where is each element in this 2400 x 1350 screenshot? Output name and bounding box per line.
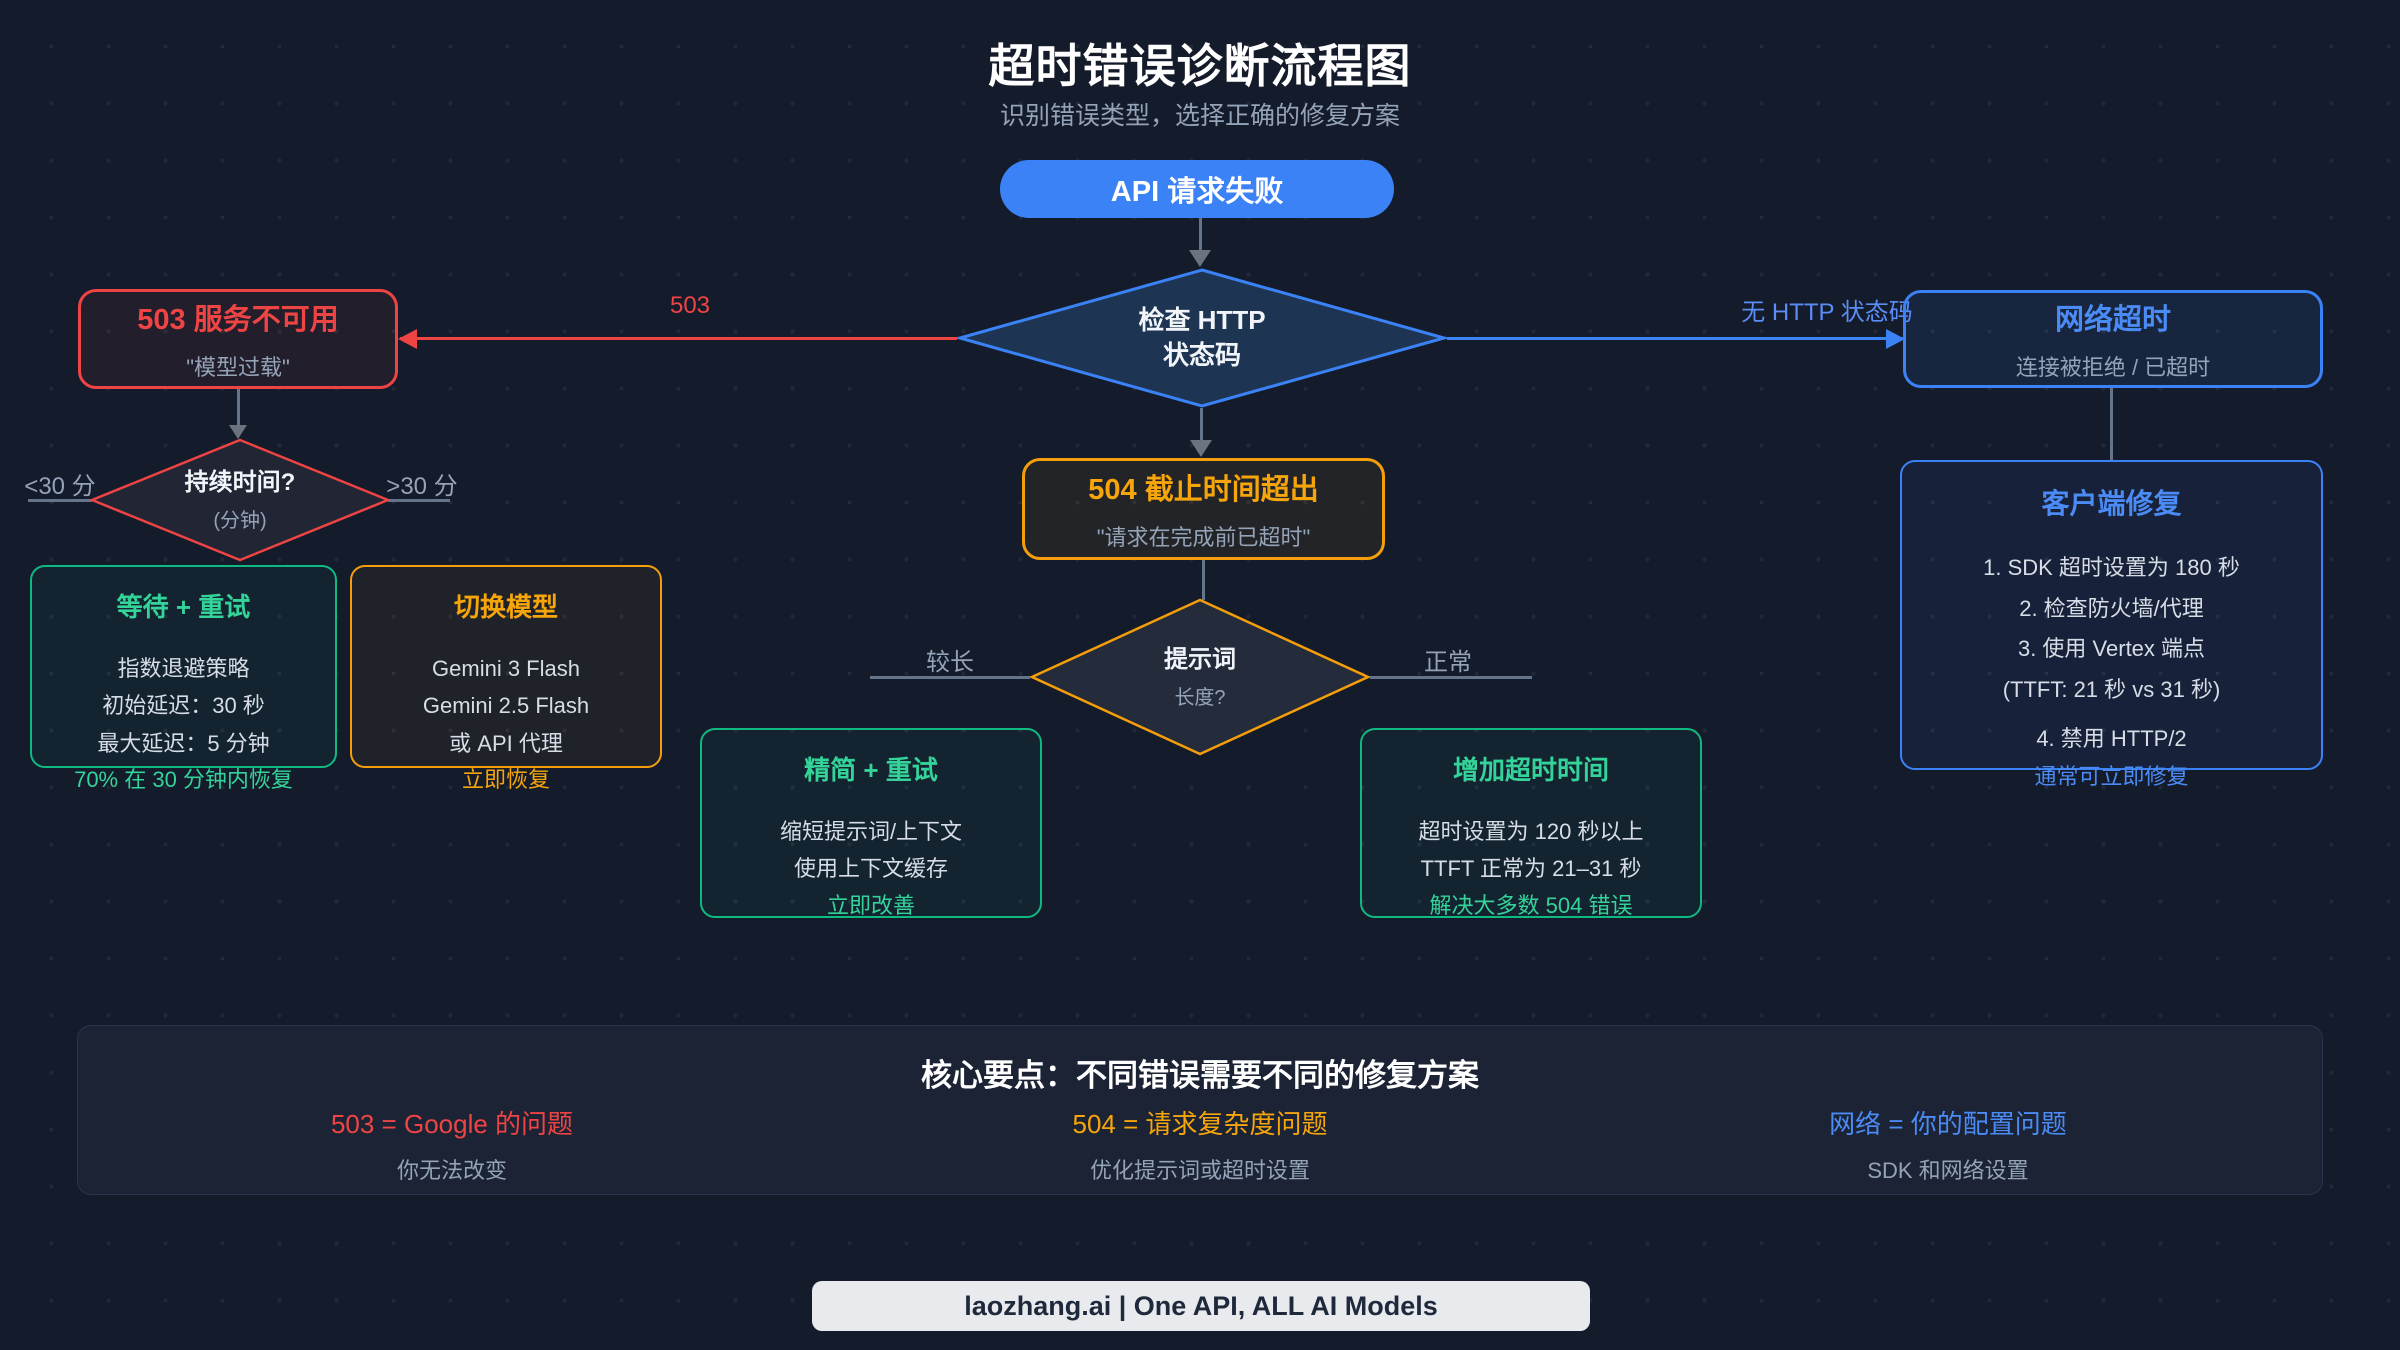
connector-prompt-left: [870, 676, 1030, 679]
edge-label-normal: 正常: [1424, 649, 1472, 676]
card-switch-model-title: 切换模型: [453, 592, 558, 622]
card-wait-retry-footer: 70% 在 30 分钟内恢复: [74, 767, 293, 793]
start-node-label: API 请求失败: [1110, 176, 1284, 208]
edge-label-lt-30min: <30 分: [24, 473, 96, 500]
card-trim-retry-title: 精简 + 重试: [804, 755, 938, 785]
decision-http-status-shape: [957, 268, 1447, 408]
arrowhead-left-icon: [398, 329, 417, 349]
connector-network-to-clientfix: [2110, 388, 2113, 460]
card-client-fix-line: 3. 使用 Vertex 端点: [2017, 636, 2206, 662]
edge-label-503: 503: [669, 292, 711, 319]
node-network-timeout: 网络超时 连接被拒绝 / 已超时: [1903, 290, 2323, 388]
card-switch-model: 切换模型 Gemini 3 Flash Gemini 2.5 Flash 或 A…: [350, 565, 662, 792]
footer-brand-pill: laozhang.ai | One API, ALL AI Models: [812, 1281, 1590, 1331]
summary-heading: 核心要点：不同错误需要不同的修复方案: [921, 1058, 1479, 1093]
connector-httpcheck-to-504: [1200, 408, 1203, 442]
summary-row: 503 = Google 的问题 你无法改变 504 = 请求复杂度问题 优化提…: [78, 1095, 2322, 1194]
node-network-subtitle: 连接被拒绝 / 已超时: [2015, 355, 2211, 380]
summary-panel: 核心要点：不同错误需要不同的修复方案 503 = Google 的问题 你无法改…: [77, 1025, 2323, 1195]
card-client-fix-line: 2. 检查防火墙/代理: [2019, 595, 2204, 621]
card-client-fix-title: 客户端修复: [2041, 488, 2182, 519]
summary-item-503-subtitle: 你无法改变: [396, 1158, 507, 1183]
card-increase-timeout-line: TTFT 正常为 21–31 秒: [1420, 856, 1642, 882]
card-increase-timeout-footer: 解决大多数 504 错误: [1429, 892, 1633, 918]
card-trim-retry-line: 使用上下文缓存: [793, 856, 948, 882]
card-wait-retry: 等待 + 重试 指数退避策略 初始延迟：30 秒 最大延迟：5 分钟 70% 在…: [30, 565, 337, 792]
decision-prompt-title: 提示词: [1164, 646, 1236, 674]
decision-duration-shape: [90, 438, 390, 562]
summary-item-504-subtitle: 优化提示词或超时设置: [1089, 1158, 1310, 1183]
summary-item-504: 504 = 请求复杂度问题 优化提示词或超时设置: [826, 1104, 1574, 1185]
card-switch-model-line: Gemini 2.5 Flash: [422, 693, 590, 719]
card-client-fix-line: (TTFT: 21 秒 vs 31 秒): [2002, 677, 2221, 703]
decision-http-line1: 检查 HTTP: [1138, 304, 1266, 335]
node-503-unavailable: 503 服务不可用 "模型过载": [78, 289, 398, 389]
arrowhead-down-icon: [229, 425, 247, 439]
decision-prompt-length: 提示词 长度?: [1030, 598, 1370, 756]
connector-503-to-duration: [237, 389, 240, 427]
connector-503-edge: [400, 337, 957, 340]
page-title: 超时错误诊断流程图: [988, 40, 1412, 92]
node-503-title: 503 服务不可用: [137, 304, 339, 336]
node-504-deadline: 504 截止时间超出 "请求在完成前已超时": [1022, 458, 1385, 560]
connector-prompt-right: [1370, 676, 1532, 679]
card-trim-retry: 精简 + 重试 缩短提示词/上下文 使用上下文缓存 立即改善: [700, 728, 1042, 918]
node-504-subtitle: "请求在完成前已超时": [1096, 525, 1311, 550]
page-subtitle: 识别错误类型，选择正确的修复方案: [999, 102, 1400, 130]
card-switch-model-line: 或 API 代理: [449, 730, 563, 756]
arrowhead-down-icon: [1190, 440, 1212, 457]
summary-item-network-title: 网络 = 你的配置问题: [1829, 1109, 2067, 1139]
start-node-api-request-failed: API 请求失败: [1000, 160, 1394, 218]
summary-item-network: 网络 = 你的配置问题 SDK 和网络设置: [1574, 1104, 2322, 1185]
arrowhead-down-icon: [1189, 250, 1211, 267]
node-network-title: 网络超时: [2054, 304, 2171, 336]
card-trim-retry-footer: 立即改善: [826, 892, 915, 918]
card-wait-retry-title: 等待 + 重试: [116, 592, 251, 622]
summary-item-504-title: 504 = 请求复杂度问题: [1072, 1109, 1328, 1139]
decision-http-line2: 状态码: [1162, 340, 1241, 370]
node-503-subtitle: "模型过载": [186, 355, 290, 380]
decision-http-status: 检查 HTTP 状态码: [957, 268, 1447, 408]
card-client-fix: 客户端修复 1. SDK 超时设置为 180 秒 2. 检查防火墙/代理 3. …: [1900, 460, 2323, 789]
decision-prompt-length-shape: [1030, 598, 1370, 756]
summary-item-503: 503 = Google 的问题 你无法改变: [78, 1104, 826, 1185]
decision-duration-subtitle: (分钟): [213, 509, 267, 532]
connector-duration-right: [388, 499, 450, 502]
card-trim-retry-line: 缩短提示词/上下文: [779, 819, 963, 844]
decision-duration-title: 持续时间?: [184, 469, 296, 497]
edge-label-too-long: 较长: [926, 649, 974, 676]
card-wait-retry-line: 指数退避策略: [117, 656, 250, 681]
edge-label-no-http-status: 无 HTTP 状态码: [1741, 299, 1913, 326]
connector-504-to-prompt: [1202, 560, 1205, 600]
connector-start-to-httpcheck: [1199, 218, 1202, 252]
card-switch-model-footer: 立即恢复: [461, 767, 550, 793]
decision-prompt-subtitle: 长度?: [1174, 686, 1226, 709]
arrowhead-right-icon: [1886, 329, 1905, 349]
card-client-fix-footer: 通常可立即修复: [2034, 764, 2189, 790]
card-client-fix-line: 1. SDK 超时设置为 180 秒: [1983, 555, 2240, 580]
card-increase-timeout: 增加超时时间 超时设置为 120 秒以上 TTFT 正常为 21–31 秒 解决…: [1360, 728, 1702, 918]
summary-item-503-title: 503 = Google 的问题: [330, 1109, 574, 1139]
summary-item-network-subtitle: SDK 和网络设置: [1867, 1158, 2029, 1183]
card-increase-timeout-title: 增加超时时间: [1452, 755, 1609, 785]
connector-network-edge: [1447, 337, 1903, 340]
connector-duration-left: [28, 499, 92, 502]
card-wait-retry-line: 最大延迟：5 分钟: [97, 730, 270, 756]
card-increase-timeout-line: 超时设置为 120 秒以上: [1418, 819, 1644, 844]
edge-label-gt-30min: >30 分: [386, 473, 458, 500]
card-switch-model-line: Gemini 3 Flash: [432, 656, 580, 681]
card-client-fix-line: 4. 禁用 HTTP/2: [2036, 725, 2187, 751]
card-wait-retry-line: 初始延迟：30 秒: [102, 693, 265, 719]
node-504-title: 504 截止时间超出: [1088, 474, 1319, 506]
footer-brand-label: laozhang.ai | One API, ALL AI Models: [964, 1290, 1438, 1321]
decision-duration: 持续时间? (分钟): [90, 438, 390, 562]
